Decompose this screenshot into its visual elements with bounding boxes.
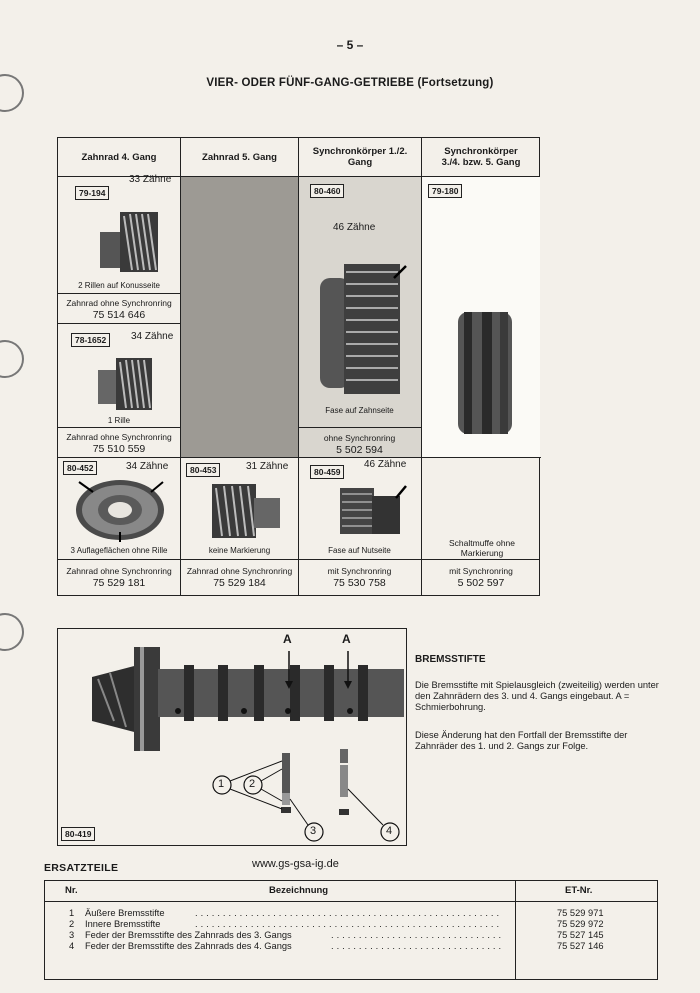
marker-a-left: A [283, 632, 292, 646]
callout-1: 1 [218, 778, 225, 790]
gear-photo-5th [212, 484, 280, 538]
part-label: mit Synchronring [449, 566, 513, 576]
callout-4: 4 [386, 825, 393, 837]
col-header-bezeichnung: Bezeichnung [269, 885, 329, 896]
caption: Fase auf Zahnseite [325, 406, 394, 415]
row-et-nr: 75 529 972 [557, 919, 604, 929]
part-number: 5 502 597 [457, 577, 505, 589]
row-bezeichnung: Innere Bremsstifte [85, 919, 161, 929]
caption: Fase auf Nutseite [328, 546, 391, 555]
section-heading: BREMSSTIFTE [415, 654, 486, 665]
callout-2: 2 [249, 778, 256, 790]
callout-3: 3 [310, 825, 317, 837]
part-label: Zahnrad ohne Synchronring [66, 566, 172, 576]
gear-photo-4th [100, 212, 158, 272]
row-nr: 1 [69, 908, 75, 918]
part-label: ohne Synchronring [323, 433, 396, 443]
shift-sleeve-photo [458, 312, 512, 434]
part-number: 75 510 559 [92, 443, 146, 455]
figure-code: 80-453 [186, 463, 221, 477]
part-label: Zahnrad ohne Synchronring [66, 298, 172, 308]
section-heading-ersatzteile: ERSATZTEILE [44, 862, 119, 874]
parts-table: Nr. Bezeichnung ET-Nr. 1 Äußere Bremssti… [44, 880, 658, 980]
teeth-count: 34 Zähne [131, 331, 174, 342]
row-et-nr: 75 529 971 [557, 908, 604, 918]
part-number: 75 530 758 [333, 577, 386, 589]
part-number: 75 514 646 [92, 309, 146, 321]
dot-leader: ........................................… [195, 908, 503, 918]
teeth-count: 33 Zähne [129, 174, 172, 185]
teeth-count: 34 Zähne [126, 461, 169, 472]
header-zahnrad-5: Zahnrad 5. Gang [202, 151, 277, 163]
dot-leader: ............................... [331, 941, 505, 951]
dot-leader: ............................... [331, 930, 505, 940]
row-bezeichnung: Äußere Bremsstifte [85, 908, 165, 918]
caption: keine Markierung [208, 546, 271, 555]
shaft-illustration [58, 629, 406, 845]
part-number: 75 529 181 [92, 577, 146, 589]
paragraph: Die Bremsstifte mit Spielausgleich (zwei… [415, 680, 659, 712]
figure-code: 79-180 [428, 184, 463, 198]
row-et-nr: 75 527 146 [557, 941, 604, 951]
teeth-count: 46 Zähne [333, 222, 376, 233]
teeth-count: 46 Zähne [364, 459, 407, 470]
figure-code: 78-1652 [71, 333, 111, 347]
part-label: mit Synchronring [327, 566, 392, 576]
caption: 2 Rillen auf Konusseite [78, 281, 160, 290]
row-nr: 2 [69, 919, 75, 929]
figure-code: 80-459 [310, 465, 345, 479]
brake-pin-figure: A A 1 2 3 4 80-419 [57, 628, 407, 846]
caption: 1 Rille [107, 416, 131, 425]
teeth-count: 31 Zähne [246, 461, 289, 472]
gear-photo-flat [76, 480, 164, 542]
marker-a-right: A [342, 632, 351, 646]
dot-leader: ........................................… [195, 919, 503, 929]
part-number: 75 529 184 [213, 577, 266, 589]
binder-hole [0, 613, 24, 651]
row-nr: 3 [69, 930, 75, 940]
header-synchro-345: Synchronkörper 3./4. bzw. 5. Gang [441, 146, 521, 168]
col-header-et-nr: ET-Nr. [565, 885, 593, 896]
website-url: www.gs-gsa-ig.de [252, 858, 339, 870]
row-et-nr: 75 527 145 [557, 930, 604, 940]
row-bezeichnung: Feder der Bremsstifte des Zahnrads des 4… [85, 941, 292, 951]
page-title: VIER- ODER FÜNF-GANG-GETRIEBE (Fortsetzu… [206, 77, 494, 89]
header-zahnrad-4: Zahnrad 4. Gang [81, 151, 157, 163]
page-number: – 5 – [336, 38, 364, 52]
figure-code: 80-452 [63, 461, 98, 475]
header-synchro-12: Synchronkörper 1./2. Gang [312, 146, 408, 168]
gear-photo-4th-alt [98, 358, 152, 410]
paragraph: Diese Änderung hat den Fortfall der Brem… [415, 730, 628, 751]
row-bezeichnung: Feder der Bremsstifte des Zahnrads des 3… [85, 930, 292, 940]
figure-code: 80-460 [310, 184, 345, 198]
binder-hole [0, 340, 24, 378]
part-number: 5 502 594 [336, 444, 383, 456]
empty-cell-gray [181, 177, 298, 457]
row-nr: 4 [69, 941, 75, 951]
part-label: Zahnrad ohne Synchronring [66, 432, 172, 442]
figure-code: 79-194 [75, 186, 110, 200]
caption: 3 Auflageflächen ohne Rille [70, 546, 168, 555]
col-header-nr: Nr. [65, 885, 78, 896]
caption: Schaltmuffe ohne Markierung [449, 538, 515, 558]
synchro-photo-12 [320, 264, 407, 394]
gear-table: Zahnrad 4. Gang Zahnrad 5. Gang Synchron… [57, 137, 541, 596]
synchro-photo-12-alt [340, 485, 407, 534]
part-label: Zahnrad ohne Synchronring [186, 566, 293, 576]
figure-code: 80-419 [61, 827, 96, 841]
